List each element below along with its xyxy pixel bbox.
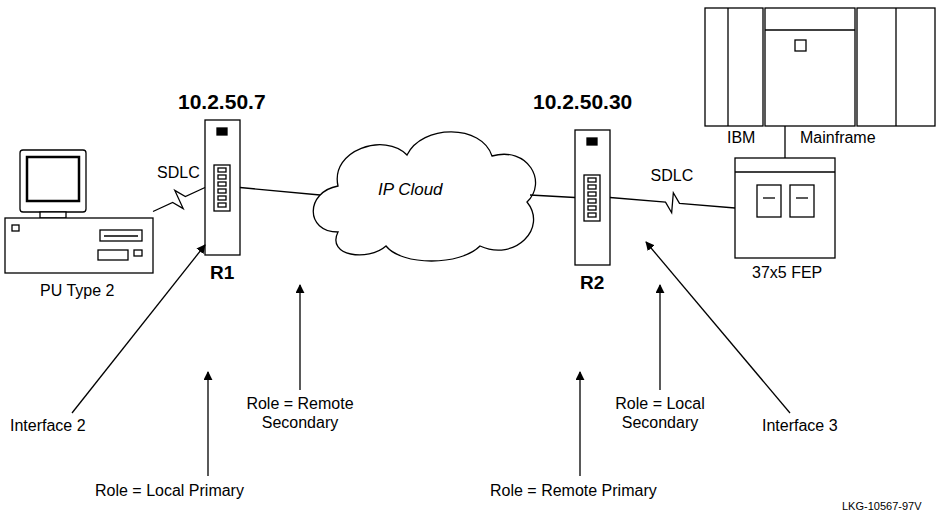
- network-link: [530, 195, 575, 198]
- link-label: SDLC: [155, 164, 202, 182]
- mainframe-icon: [705, 8, 935, 126]
- cloud-outline: [313, 132, 535, 261]
- leader-arrows: [72, 242, 790, 476]
- network-link: [785, 126, 786, 158]
- fep-node: 37x5 FEP: [735, 158, 835, 258]
- serial-link: [153, 188, 205, 212]
- router-name: R1: [210, 262, 234, 284]
- serial-link: [610, 193, 735, 213]
- callout-label: Interface 2: [10, 416, 86, 435]
- router-node: 10.2.50.7R1: [205, 120, 240, 255]
- figure-code: LKG-10567-97V: [842, 500, 922, 513]
- pc-icon: [5, 150, 153, 273]
- network-link: [240, 188, 320, 196]
- mainframe-node: IBMMainframe: [705, 8, 935, 126]
- callout-label: Role = Remote Secondary: [240, 394, 360, 432]
- ip-address: 10.2.50.7: [178, 90, 266, 114]
- callout-label: Role = Local Primary: [95, 481, 244, 500]
- node-label: PU Type 2: [40, 282, 114, 300]
- ip-address: 10.2.50.30: [533, 90, 632, 114]
- fep-icon: [735, 158, 835, 258]
- callout-label: Interface 3: [762, 416, 838, 435]
- router-node: 10.2.50.30R2: [575, 130, 610, 265]
- cloud-label: IP Cloud: [378, 180, 443, 200]
- node-label: Mainframe: [800, 129, 876, 147]
- link-label: SDLC: [649, 167, 696, 185]
- callout-label: Role = Remote Primary: [490, 481, 657, 500]
- node-label: IBM: [727, 129, 755, 147]
- callout-label: Role = Local Secondary: [600, 394, 720, 432]
- pc-node: PU Type 2: [5, 148, 153, 275]
- router-name: R2: [580, 272, 604, 294]
- cloud-node: IP Cloud: [320, 130, 530, 260]
- router-r2-icon: [575, 130, 610, 265]
- node-label: 37x5 FEP: [752, 264, 822, 282]
- router-r1-icon: [205, 120, 240, 255]
